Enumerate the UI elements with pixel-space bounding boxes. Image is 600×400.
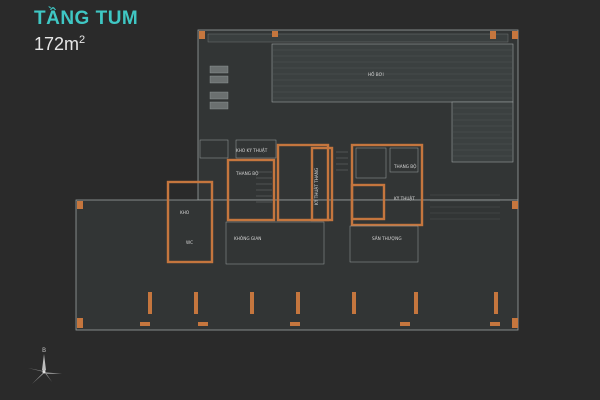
label-open-space: KHÔNG GIAN: [234, 236, 261, 241]
label-pool: HỒ BƠI: [368, 72, 384, 77]
core-inner-lines: [199, 139, 419, 265]
label-rooftop-terrace: SÂN THƯỢNG: [372, 236, 402, 241]
core-walls: [166, 143, 424, 264]
label-tech-storage: KHO KỸ THUẬT: [236, 148, 268, 153]
area-value: 172m: [34, 34, 80, 54]
label-stair-right: THANG BỘ: [393, 164, 417, 169]
plan-title: TẦNG TUM: [34, 8, 139, 29]
roof-equipment: [209, 65, 229, 110]
area-unit-superscript: 2: [79, 34, 86, 46]
right-ramp: [430, 194, 500, 220]
label-tech-right: KỸ THUẬT: [394, 196, 415, 201]
floor-area: 172m2: [34, 34, 85, 55]
compass-icon: [28, 354, 62, 384]
compass-north-label: B: [42, 347, 46, 354]
label-elevator-tech: KỸ THUẬT THANG: [314, 168, 319, 205]
stair-treads: [256, 151, 348, 203]
label-wc: WC: [186, 240, 193, 245]
roof-edge-strip: [207, 33, 509, 43]
columns: [77, 31, 518, 328]
pool-roof-area: [271, 43, 514, 163]
label-stair-left: THANG BỘ: [235, 171, 259, 176]
label-storage: KHO: [180, 210, 190, 215]
